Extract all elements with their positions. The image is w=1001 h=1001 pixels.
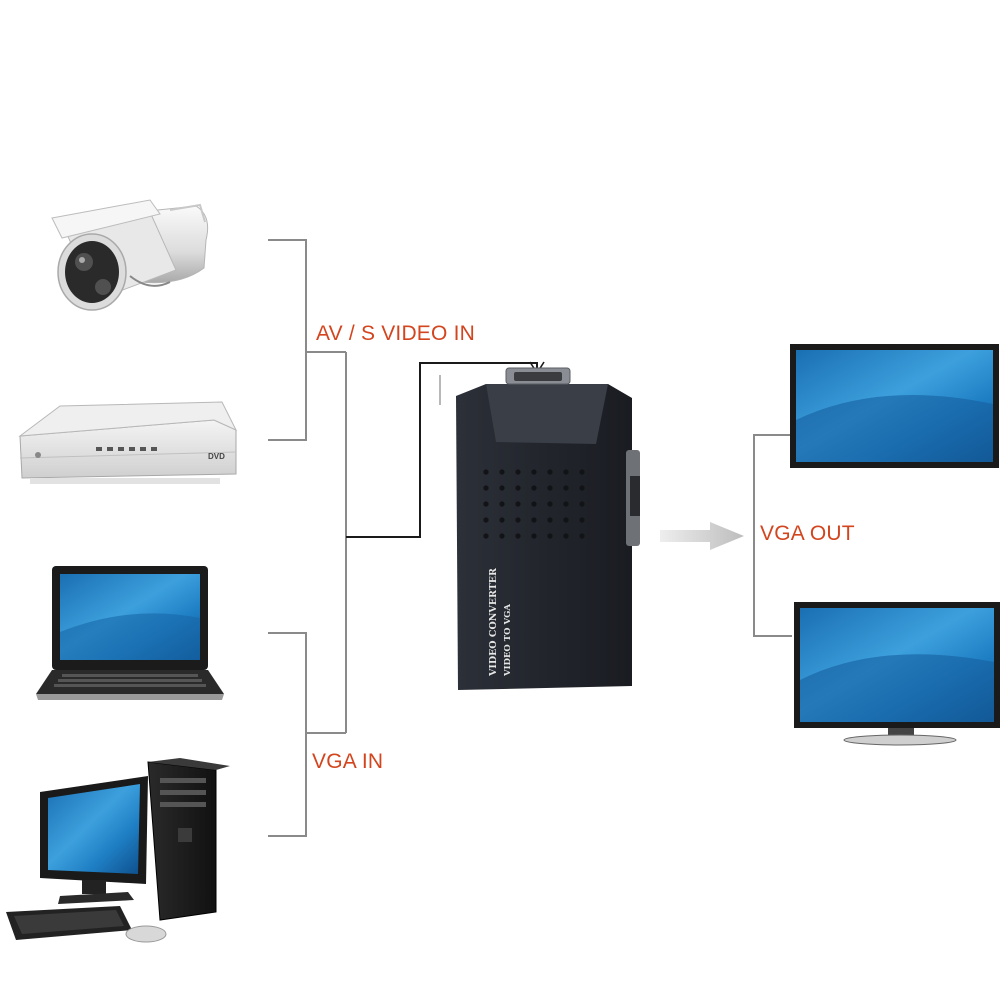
vga-out-label: VGA OUT xyxy=(760,522,855,545)
output-bracket xyxy=(753,434,792,637)
converter-vent-grid xyxy=(483,469,585,539)
desktop-pc-icon xyxy=(6,758,230,943)
output-monitor-top xyxy=(790,344,999,468)
video-converter-box: VIDEO CONVERTER VIDEO TO VGA xyxy=(456,367,640,690)
vga-input-bracket xyxy=(268,632,307,837)
av-s-video-in-label: AV / S VIDEO IN xyxy=(316,322,475,345)
output-monitor-bottom xyxy=(794,602,1000,746)
dvd-player-icon: DVD xyxy=(18,401,238,484)
security-camera-icon xyxy=(51,199,209,311)
left-connector-lines xyxy=(268,239,792,837)
vga-in-label: VGA IN xyxy=(312,750,384,773)
dvd-badge: DVD xyxy=(208,452,225,461)
converter-label-line2: VIDEO TO VGA xyxy=(503,604,513,677)
av-input-bracket xyxy=(268,239,307,441)
output-arrow-icon xyxy=(660,522,744,550)
converter-label-line1: VIDEO CONVERTER xyxy=(488,568,499,677)
laptop-icon xyxy=(36,566,224,700)
